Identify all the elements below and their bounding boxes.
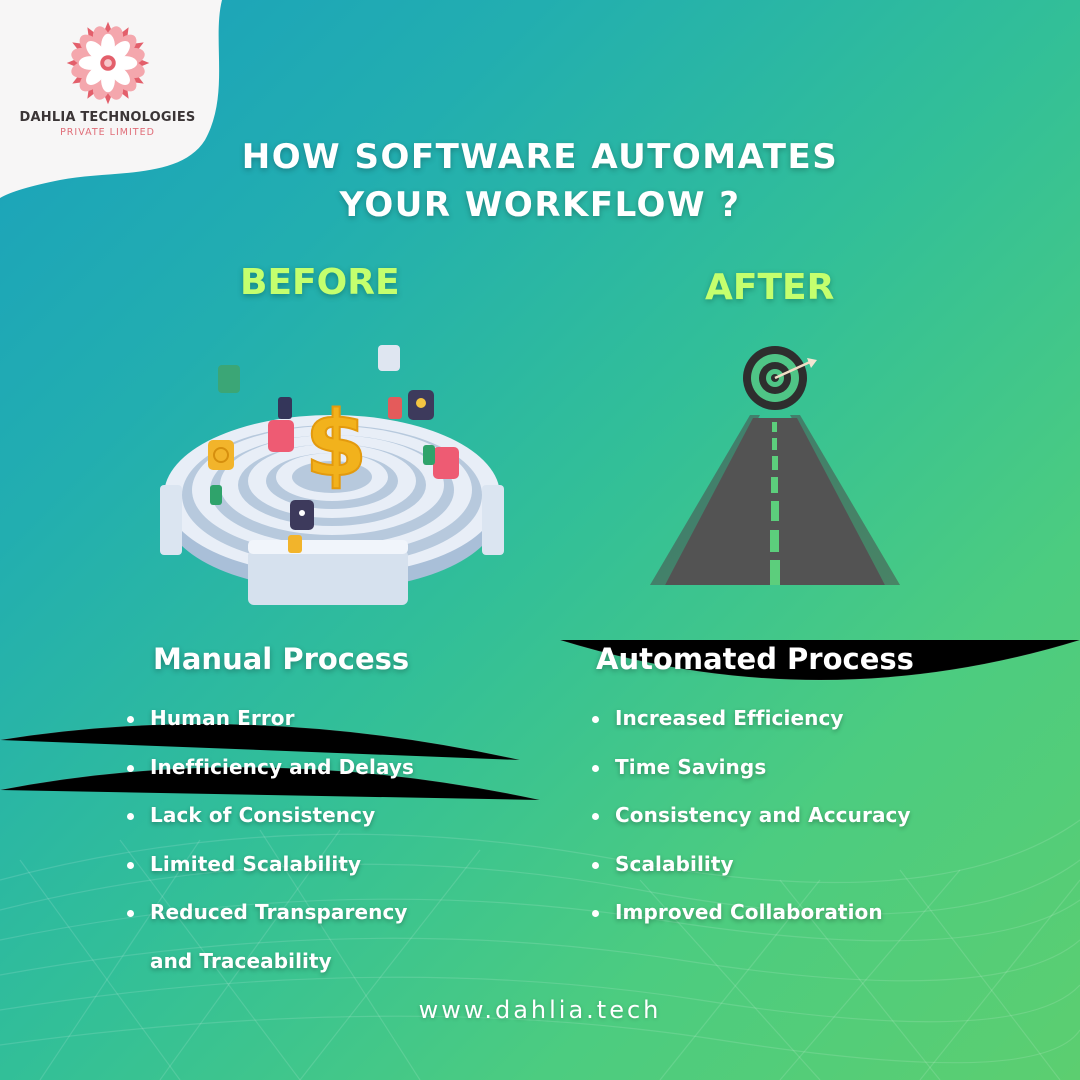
list-item: Inefficiency and Delays: [125, 743, 414, 792]
website-link[interactable]: www.dahlia.tech: [418, 996, 662, 1024]
company-subtitle: PRIVATE LIMITED: [60, 127, 155, 138]
maze-with-dollar-icon: $: [160, 345, 504, 605]
list-item: Improved Collaboration: [590, 888, 911, 937]
manual-process-heading: Manual Process: [153, 642, 410, 676]
list-item: Increased Efficiency: [590, 694, 911, 743]
before-label: BEFORE: [240, 262, 400, 303]
company-logo[interactable]: DAHLIA TECHNOLOGIES PRIVATE LIMITED: [0, 0, 220, 150]
list-item: Reduced Transparency: [125, 888, 414, 937]
automated-process-list: Increased Efficiency Time Savings Consis…: [590, 694, 911, 937]
company-name: DAHLIA TECHNOLOGIES: [19, 110, 196, 125]
list-item: Human Error: [125, 694, 414, 743]
svg-text:$: $: [305, 392, 368, 497]
dahlia-flower-icon: [66, 21, 150, 105]
manual-process-list: Human Error Inefficiency and Delays Lack…: [125, 694, 414, 985]
page-title: HOW SOFTWARE AUTOMATES YOUR WORKFLOW ?: [0, 133, 1080, 229]
list-item: Scalability: [590, 840, 911, 889]
list-item: Limited Scalability: [125, 840, 414, 889]
list-item-continuation: and Traceability: [150, 948, 332, 973]
list-item: Consistency and Accuracy: [590, 791, 911, 840]
title-line-2: YOUR WORKFLOW ?: [339, 185, 741, 225]
title-line-1: HOW SOFTWARE AUTOMATES: [241, 137, 839, 177]
automated-process-heading: Automated Process: [596, 642, 914, 676]
road-to-target-icon: [650, 346, 900, 585]
list-item: Lack of Consistency: [125, 791, 414, 840]
list-item: Time Savings: [590, 743, 911, 792]
after-label: AFTER: [705, 267, 835, 308]
logo-background-shape: [0, 0, 222, 198]
